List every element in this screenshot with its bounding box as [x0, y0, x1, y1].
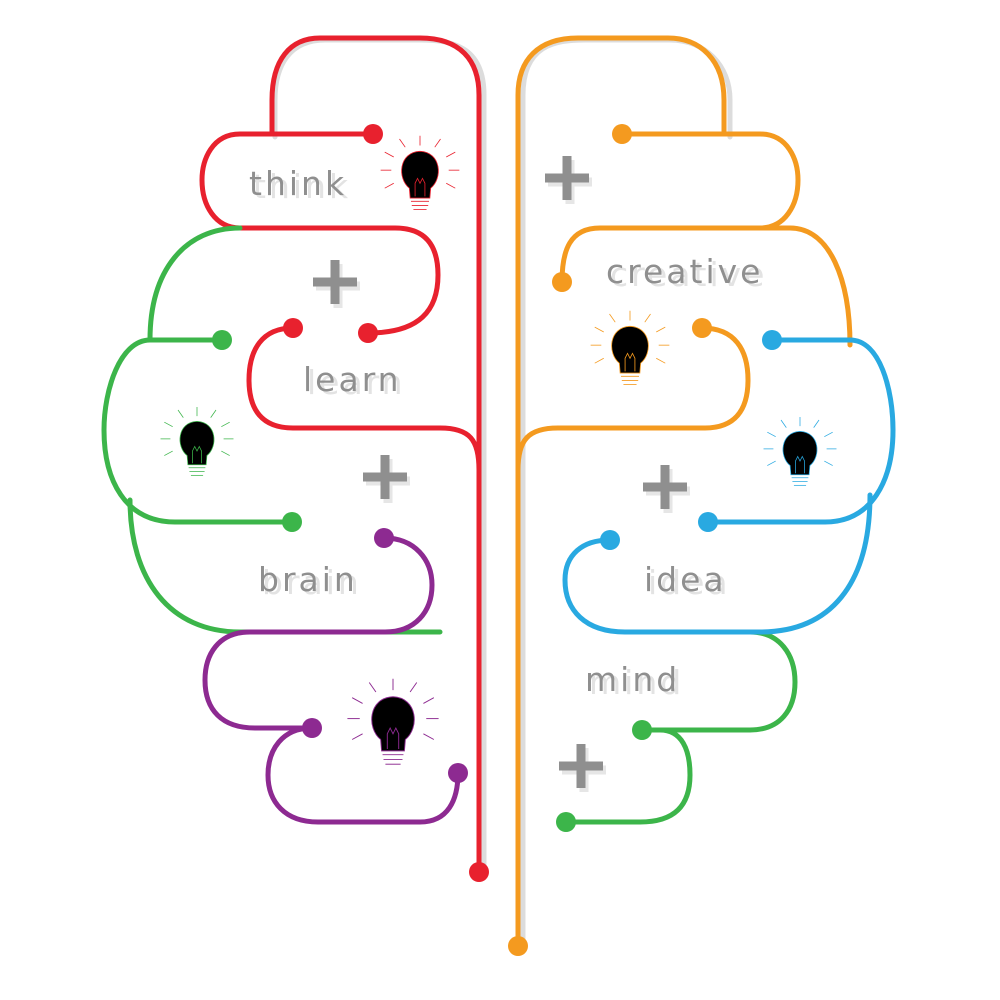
- purple-node: [448, 763, 468, 783]
- svg-text:think: think: [249, 164, 347, 203]
- green-node: [212, 330, 232, 350]
- svg-text:brain: brain: [258, 560, 358, 599]
- svg-text:creative: creative: [606, 252, 763, 291]
- orange-node: [508, 936, 528, 956]
- lightbulb-icon: [380, 135, 460, 210]
- svg-text:learn: learn: [307, 363, 406, 402]
- word-idea: idea idea: [644, 560, 731, 602]
- lightbulb-icon: [590, 310, 670, 385]
- lightbulb-icon: [763, 416, 837, 486]
- red-node: [469, 862, 489, 882]
- svg-text:learn: learn: [303, 360, 402, 399]
- orange-line: [508, 35, 853, 956]
- orange-node: [612, 124, 632, 144]
- plus-icon: [363, 455, 410, 503]
- word-think: think think: [249, 164, 351, 206]
- plus-icon: [545, 156, 592, 204]
- green-node: [632, 720, 652, 740]
- word-mind: mind mind: [585, 660, 684, 702]
- red-node: [363, 124, 383, 144]
- blue-node: [600, 530, 620, 550]
- red-node: [283, 318, 303, 338]
- blue-node: [698, 512, 718, 532]
- lightbulb-icon: [160, 406, 234, 476]
- word-creative: creative creative: [606, 252, 767, 294]
- purple-node: [302, 718, 322, 738]
- svg-text:mind: mind: [585, 660, 680, 699]
- green-node: [282, 512, 302, 532]
- orange-node: [552, 272, 572, 292]
- red-node: [358, 323, 378, 343]
- purple-line: [202, 528, 468, 825]
- word-learn: learn learn: [303, 360, 406, 402]
- svg-text:think: think: [253, 167, 351, 206]
- svg-text:idea: idea: [648, 563, 731, 602]
- lightbulb-icon: [346, 678, 440, 765]
- plus-icon: [313, 260, 360, 308]
- svg-text:idea: idea: [644, 560, 727, 599]
- red-line: [199, 35, 489, 882]
- plus-icon: [559, 744, 606, 792]
- blue-node: [762, 330, 782, 350]
- svg-text:creative: creative: [610, 255, 767, 294]
- svg-text:mind: mind: [589, 663, 684, 702]
- orange-node: [692, 318, 712, 338]
- word-brain: brain brain: [258, 560, 362, 602]
- purple-node: [374, 528, 394, 548]
- green-line-right: [556, 629, 798, 832]
- green-node: [556, 812, 576, 832]
- blue-line: [562, 330, 896, 635]
- green-line-left: [101, 225, 443, 635]
- svg-text:brain: brain: [262, 563, 362, 602]
- plus-icon: [643, 465, 690, 513]
